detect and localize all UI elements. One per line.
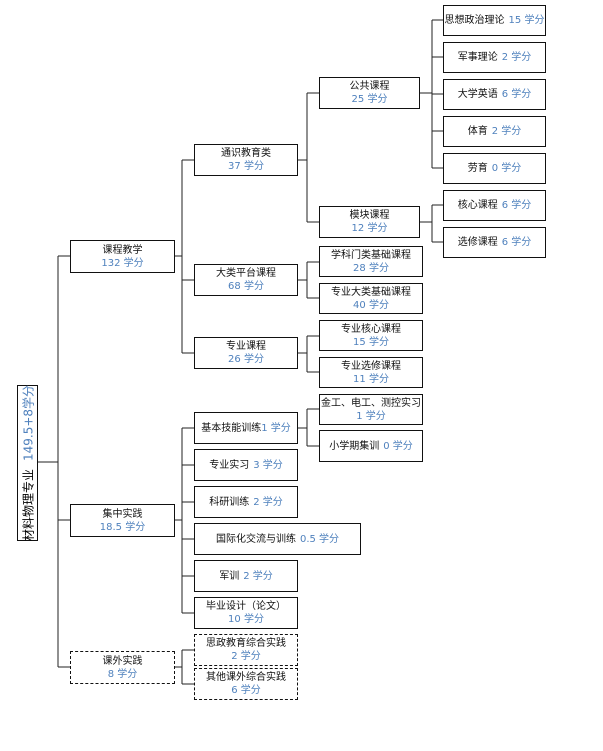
extra-item: 其他课外综合实践 6 学分	[194, 668, 298, 700]
public-item-credits: 2 学分	[491, 126, 522, 137]
module-credits: 12 学分	[351, 223, 388, 234]
basic-skills-item-credits: 1 学分	[356, 410, 386, 422]
root-major-box: 材料物理专业 149.5+8学分	[17, 385, 38, 541]
practice-name: 集中实践	[102, 508, 143, 520]
public-item-credits: 6 学分	[501, 89, 532, 100]
general-box: 通识教育类 37 学分	[194, 144, 298, 176]
extra-credits: 8 学分	[107, 668, 138, 680]
major-item: 专业核心课程 15 学分	[319, 320, 423, 351]
platform-credits: 68 学分	[228, 281, 264, 292]
public-name: 公共课程	[349, 81, 390, 92]
extra-item-name: 思政教育综合实践	[206, 638, 286, 649]
major-name: 专业课程	[226, 341, 266, 352]
courses-name: 课程教学	[102, 244, 143, 256]
basic-skills-item-credits: 0 学分	[383, 440, 413, 452]
module-item-credits: 6 学分	[501, 200, 532, 211]
public-credits: 25 学分	[351, 94, 388, 105]
platform-name: 大类平台课程	[216, 268, 276, 279]
major-item: 专业选修课程 11 学分	[319, 357, 423, 388]
public-item-credits: 2 学分	[501, 52, 532, 63]
public-item-name: 劳育	[467, 163, 488, 174]
platform-item-name: 专业大类基础课程	[331, 286, 411, 298]
practice-credits: 18.5 学分	[99, 521, 146, 533]
extra-item-credits: 2 学分	[231, 651, 261, 662]
module-item-credits: 6 学分	[501, 237, 532, 248]
basic-skills-credits: 1 学分	[261, 422, 291, 434]
extra-box: 课外实践 8 学分	[70, 651, 175, 684]
major-item-credits: 15 学分	[353, 336, 389, 348]
practice-item-name: 专业实习	[209, 459, 250, 471]
platform-box: 大类平台课程 68 学分	[194, 264, 298, 296]
extra-item-name: 其他课外综合实践	[206, 672, 286, 683]
platform-item-name: 学科门类基础课程	[331, 249, 411, 261]
extra-item-credits: 6 学分	[231, 685, 261, 696]
root-major-credits: 149.5+8学分	[21, 384, 35, 462]
public-item-name: 大学英语	[457, 89, 498, 100]
module-item-name: 选修课程	[457, 237, 498, 248]
public-box: 公共课程 25 学分	[319, 77, 420, 109]
practice-item-credits: 3 学分	[253, 459, 283, 471]
major-item-name: 专业核心课程	[341, 323, 401, 335]
extra-item: 思政教育综合实践 2 学分	[194, 634, 298, 666]
basic-skills-item: 金工、电工、测控实习 1 学分	[319, 394, 423, 425]
major-credits: 26 学分	[228, 354, 264, 365]
major-box: 专业课程 26 学分	[194, 337, 298, 369]
root-major-name: 材料物理专业	[21, 469, 35, 542]
public-item-name: 思想政治理论	[444, 15, 505, 26]
public-item-name: 体育	[467, 126, 488, 137]
major-item-name: 专业选修课程	[341, 360, 401, 372]
module-item-name: 核心课程	[457, 200, 498, 211]
platform-item-credits: 40 学分	[353, 299, 389, 311]
courses-box: 课程教学 132 学分	[70, 240, 175, 273]
basic-skills-item-name: 小学期集训	[329, 440, 380, 452]
practice-item-name: 国际化交流与训练	[215, 533, 296, 545]
basic-skills-item-name: 金工、电工、测控实习	[321, 397, 421, 409]
practice-item-name: 军训	[219, 570, 240, 582]
practice-item-credits: 2 学分	[243, 570, 273, 582]
module-name: 模块课程	[349, 210, 390, 221]
courses-credits: 132 学分	[101, 257, 144, 269]
platform-item: 专业大类基础课程 40 学分	[319, 283, 423, 314]
major-item-credits: 11 学分	[353, 373, 389, 385]
practice-item-name: 毕业设计（论文）	[206, 601, 286, 612]
practice-item: 毕业设计（论文） 10 学分	[194, 597, 298, 629]
general-name: 通识教育类	[221, 148, 271, 159]
practice-box: 集中实践 18.5 学分	[70, 504, 175, 537]
extra-name: 课外实践	[102, 655, 143, 667]
public-item-credits: 15 学分	[508, 15, 545, 26]
public-item-name: 军事理论	[457, 52, 498, 63]
general-credits: 37 学分	[228, 161, 264, 172]
platform-item: 学科门类基础课程 28 学分	[319, 246, 423, 277]
module-box: 模块课程 12 学分	[319, 206, 420, 238]
practice-item-credits: 10 学分	[228, 614, 264, 625]
basic-skills-name: 基本技能训练	[201, 422, 262, 434]
practice-item-name: 科研训练	[209, 496, 250, 508]
practice-item-credits: 0.5 学分	[299, 533, 340, 545]
public-item-credits: 0 学分	[491, 163, 522, 174]
practice-item-credits: 2 学分	[253, 496, 283, 508]
platform-item-credits: 28 学分	[353, 262, 389, 274]
